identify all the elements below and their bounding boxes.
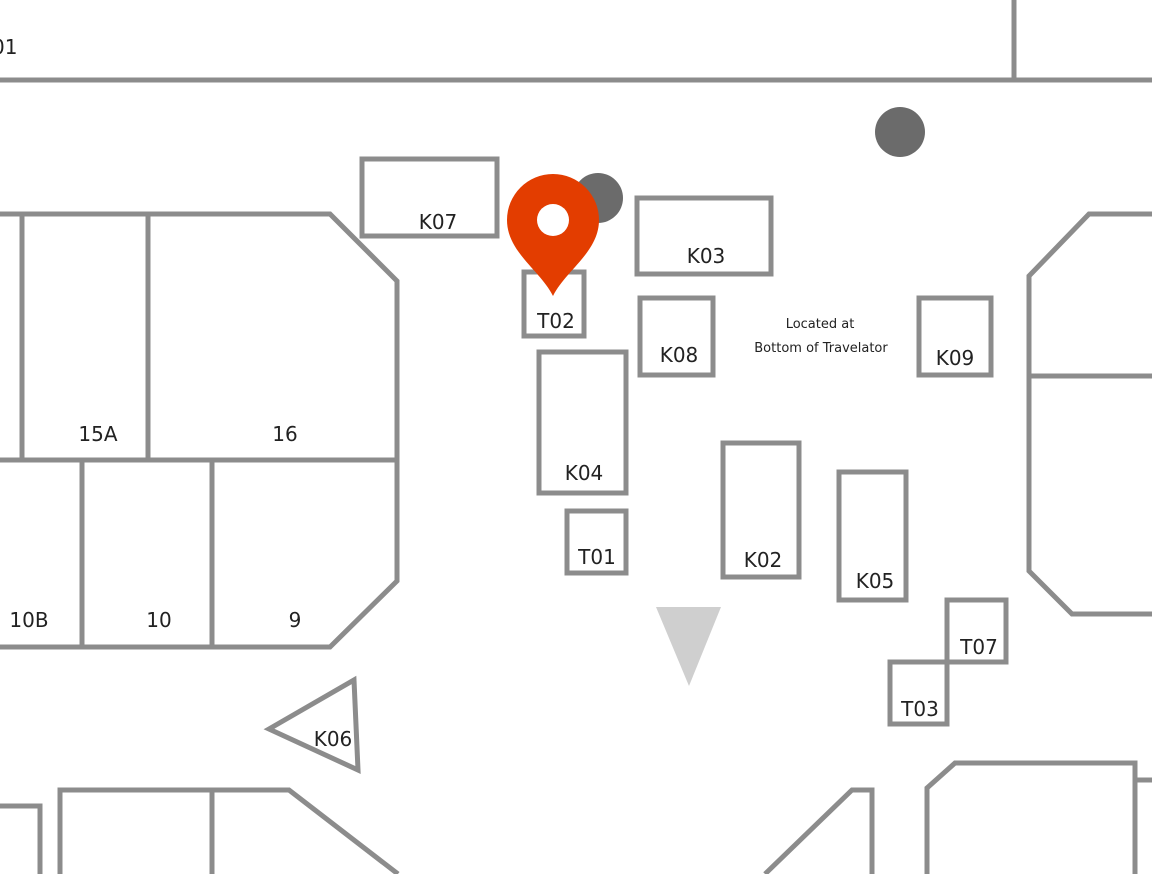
kiosk-label-k02: K02: [744, 548, 783, 572]
shop-label-15a: 15A: [78, 422, 117, 446]
kiosk-k07[interactable]: K07: [359, 156, 500, 239]
direction-arrow-icon: [656, 607, 721, 686]
kiosk-k02[interactable]: K02: [720, 440, 802, 580]
location-pin-icon[interactable]: [507, 174, 599, 296]
shop-label-9: 9: [289, 608, 302, 632]
kiosk-t01[interactable]: T01: [564, 508, 629, 576]
shop-16[interactable]: 16: [272, 422, 297, 446]
kiosk-t07[interactable]: T07: [944, 597, 1009, 665]
kiosk-k09[interactable]: K09: [916, 295, 994, 378]
kiosk-label-k08: K08: [660, 343, 699, 367]
bottom-block-outline: [57, 787, 400, 874]
kiosk-label-k09: K09: [936, 346, 975, 370]
kiosk-label-k07: K07: [419, 210, 458, 234]
left-block-outline: [0, 211, 400, 650]
kiosk-label-t07: T07: [959, 635, 998, 659]
kiosk-k04[interactable]: K04: [536, 349, 629, 496]
kiosk-k06[interactable]: K06: [263, 675, 361, 774]
bottom-left-wall: [0, 803, 43, 874]
location-note-line2: Bottom of Travelator: [754, 341, 888, 356]
right-block-outline: [1026, 211, 1152, 617]
kiosk-label-t02: T02: [536, 309, 575, 333]
kiosk-label-t03: T03: [900, 697, 939, 721]
shop-10b[interactable]: 10B: [9, 608, 48, 632]
shop-10[interactable]: 10: [146, 608, 171, 632]
kiosk-k03[interactable]: K03: [634, 195, 774, 277]
shop-label-10b: 10B: [9, 608, 48, 632]
shop-15a[interactable]: 15A: [78, 422, 117, 446]
kiosk-label-k05: K05: [856, 569, 895, 593]
kiosk-label-k03: K03: [687, 244, 726, 268]
kiosk-k05[interactable]: K05: [836, 469, 909, 603]
unit-label-partial: 01: [0, 35, 17, 59]
shop-label-16: 16: [272, 422, 297, 446]
location-note-line1: Located at: [786, 317, 855, 332]
kiosk-t03[interactable]: T03: [887, 659, 950, 727]
kiosk-label-k04: K04: [565, 461, 604, 485]
shop-9[interactable]: 9: [289, 608, 302, 632]
bottom-right-block: [924, 760, 1138, 874]
kiosk-label-t01: T01: [577, 545, 616, 569]
bottom-right-wall: [763, 787, 875, 874]
map-dot: [875, 107, 925, 157]
kiosk-k08[interactable]: K08: [637, 295, 716, 378]
shop-label-10: 10: [146, 608, 171, 632]
kiosk-label-k06: K06: [314, 727, 353, 751]
